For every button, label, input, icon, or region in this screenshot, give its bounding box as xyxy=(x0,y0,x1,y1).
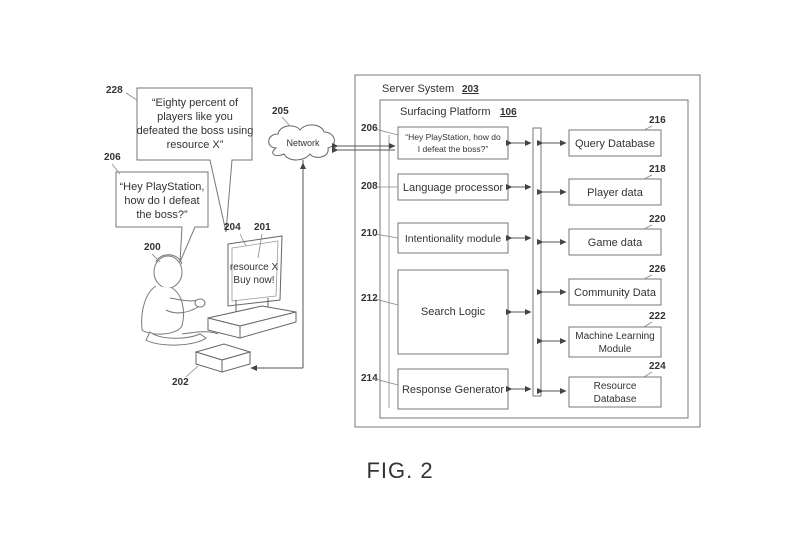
display-ad-line-1: resource X xyxy=(230,262,279,273)
figure-caption: FIG. 2 xyxy=(366,458,433,483)
response-generator-ref: 214 xyxy=(361,373,378,384)
query-bubble-line-1: “Hey PlayStation, xyxy=(120,181,205,193)
player-data-label: Player data xyxy=(587,187,644,199)
response-bubble-line-4: resource X” xyxy=(167,139,224,151)
query-bubble-line-2: how do I defeat xyxy=(124,195,199,207)
network-cloud: Network 205 xyxy=(269,106,335,160)
language-processor-ref: 208 xyxy=(361,181,378,192)
resource-database-ref: 224 xyxy=(649,361,666,372)
query-bubble-line-3: the boss?” xyxy=(136,209,188,221)
response-bubble-line-3: defeated the boss using xyxy=(137,125,254,137)
game-data-ref: 220 xyxy=(649,214,666,225)
resource-database-line-2: Database xyxy=(594,394,637,405)
machine-learning-ref: 222 xyxy=(649,311,666,322)
community-data-label: Community Data xyxy=(574,287,657,299)
user-figure xyxy=(142,255,218,345)
surfacing-platform-ref: 106 xyxy=(500,107,517,118)
display-device: resource X Buy now! 204 201 xyxy=(208,222,296,338)
query-input-line-1: “Hey PlayStation, how do xyxy=(405,132,501,142)
surfacing-platform-label: Surfacing Platform xyxy=(400,106,490,118)
display-ad-ref: 201 xyxy=(254,222,271,233)
response-bubble-line-1: “Eighty percent of xyxy=(152,97,239,109)
central-bus xyxy=(533,128,541,396)
intentionality-ref: 210 xyxy=(361,228,378,239)
query-database-ref: 216 xyxy=(649,115,666,126)
community-data-ref: 226 xyxy=(649,264,666,275)
server-system-ref: 203 xyxy=(462,84,479,95)
search-logic-label: Search Logic xyxy=(421,306,486,318)
display-ad-line-2: Buy now! xyxy=(233,275,274,286)
user-ref: 200 xyxy=(144,242,161,253)
response-bubble-ref: 228 xyxy=(106,85,123,96)
query-input-ref: 206 xyxy=(361,123,378,134)
player-data-ref: 218 xyxy=(649,164,666,175)
intentionality-label: Intentionality module xyxy=(405,233,501,245)
search-logic-ref: 212 xyxy=(361,293,378,304)
network-label: Network xyxy=(286,138,320,148)
response-generator-label: Response Generator xyxy=(402,384,504,396)
resource-database-line-1: Resource xyxy=(594,381,637,392)
response-bubble-line-2: players like you xyxy=(157,111,233,123)
language-processor-label: Language processor xyxy=(403,182,504,194)
query-database-label: Query Database xyxy=(575,138,655,150)
network-ref: 205 xyxy=(272,106,289,117)
console-ref: 202 xyxy=(172,377,189,388)
game-data-label: Game data xyxy=(588,237,643,249)
game-console: 202 xyxy=(172,344,250,388)
query-bubble-ref: 206 xyxy=(104,152,121,163)
query-input-line-2: I defeat the boss?” xyxy=(418,144,489,154)
server-system-label: Server System xyxy=(382,83,454,95)
machine-learning-line-2: Module xyxy=(599,344,632,355)
display-ref: 204 xyxy=(224,222,241,233)
machine-learning-line-1: Machine Learning xyxy=(575,331,655,342)
